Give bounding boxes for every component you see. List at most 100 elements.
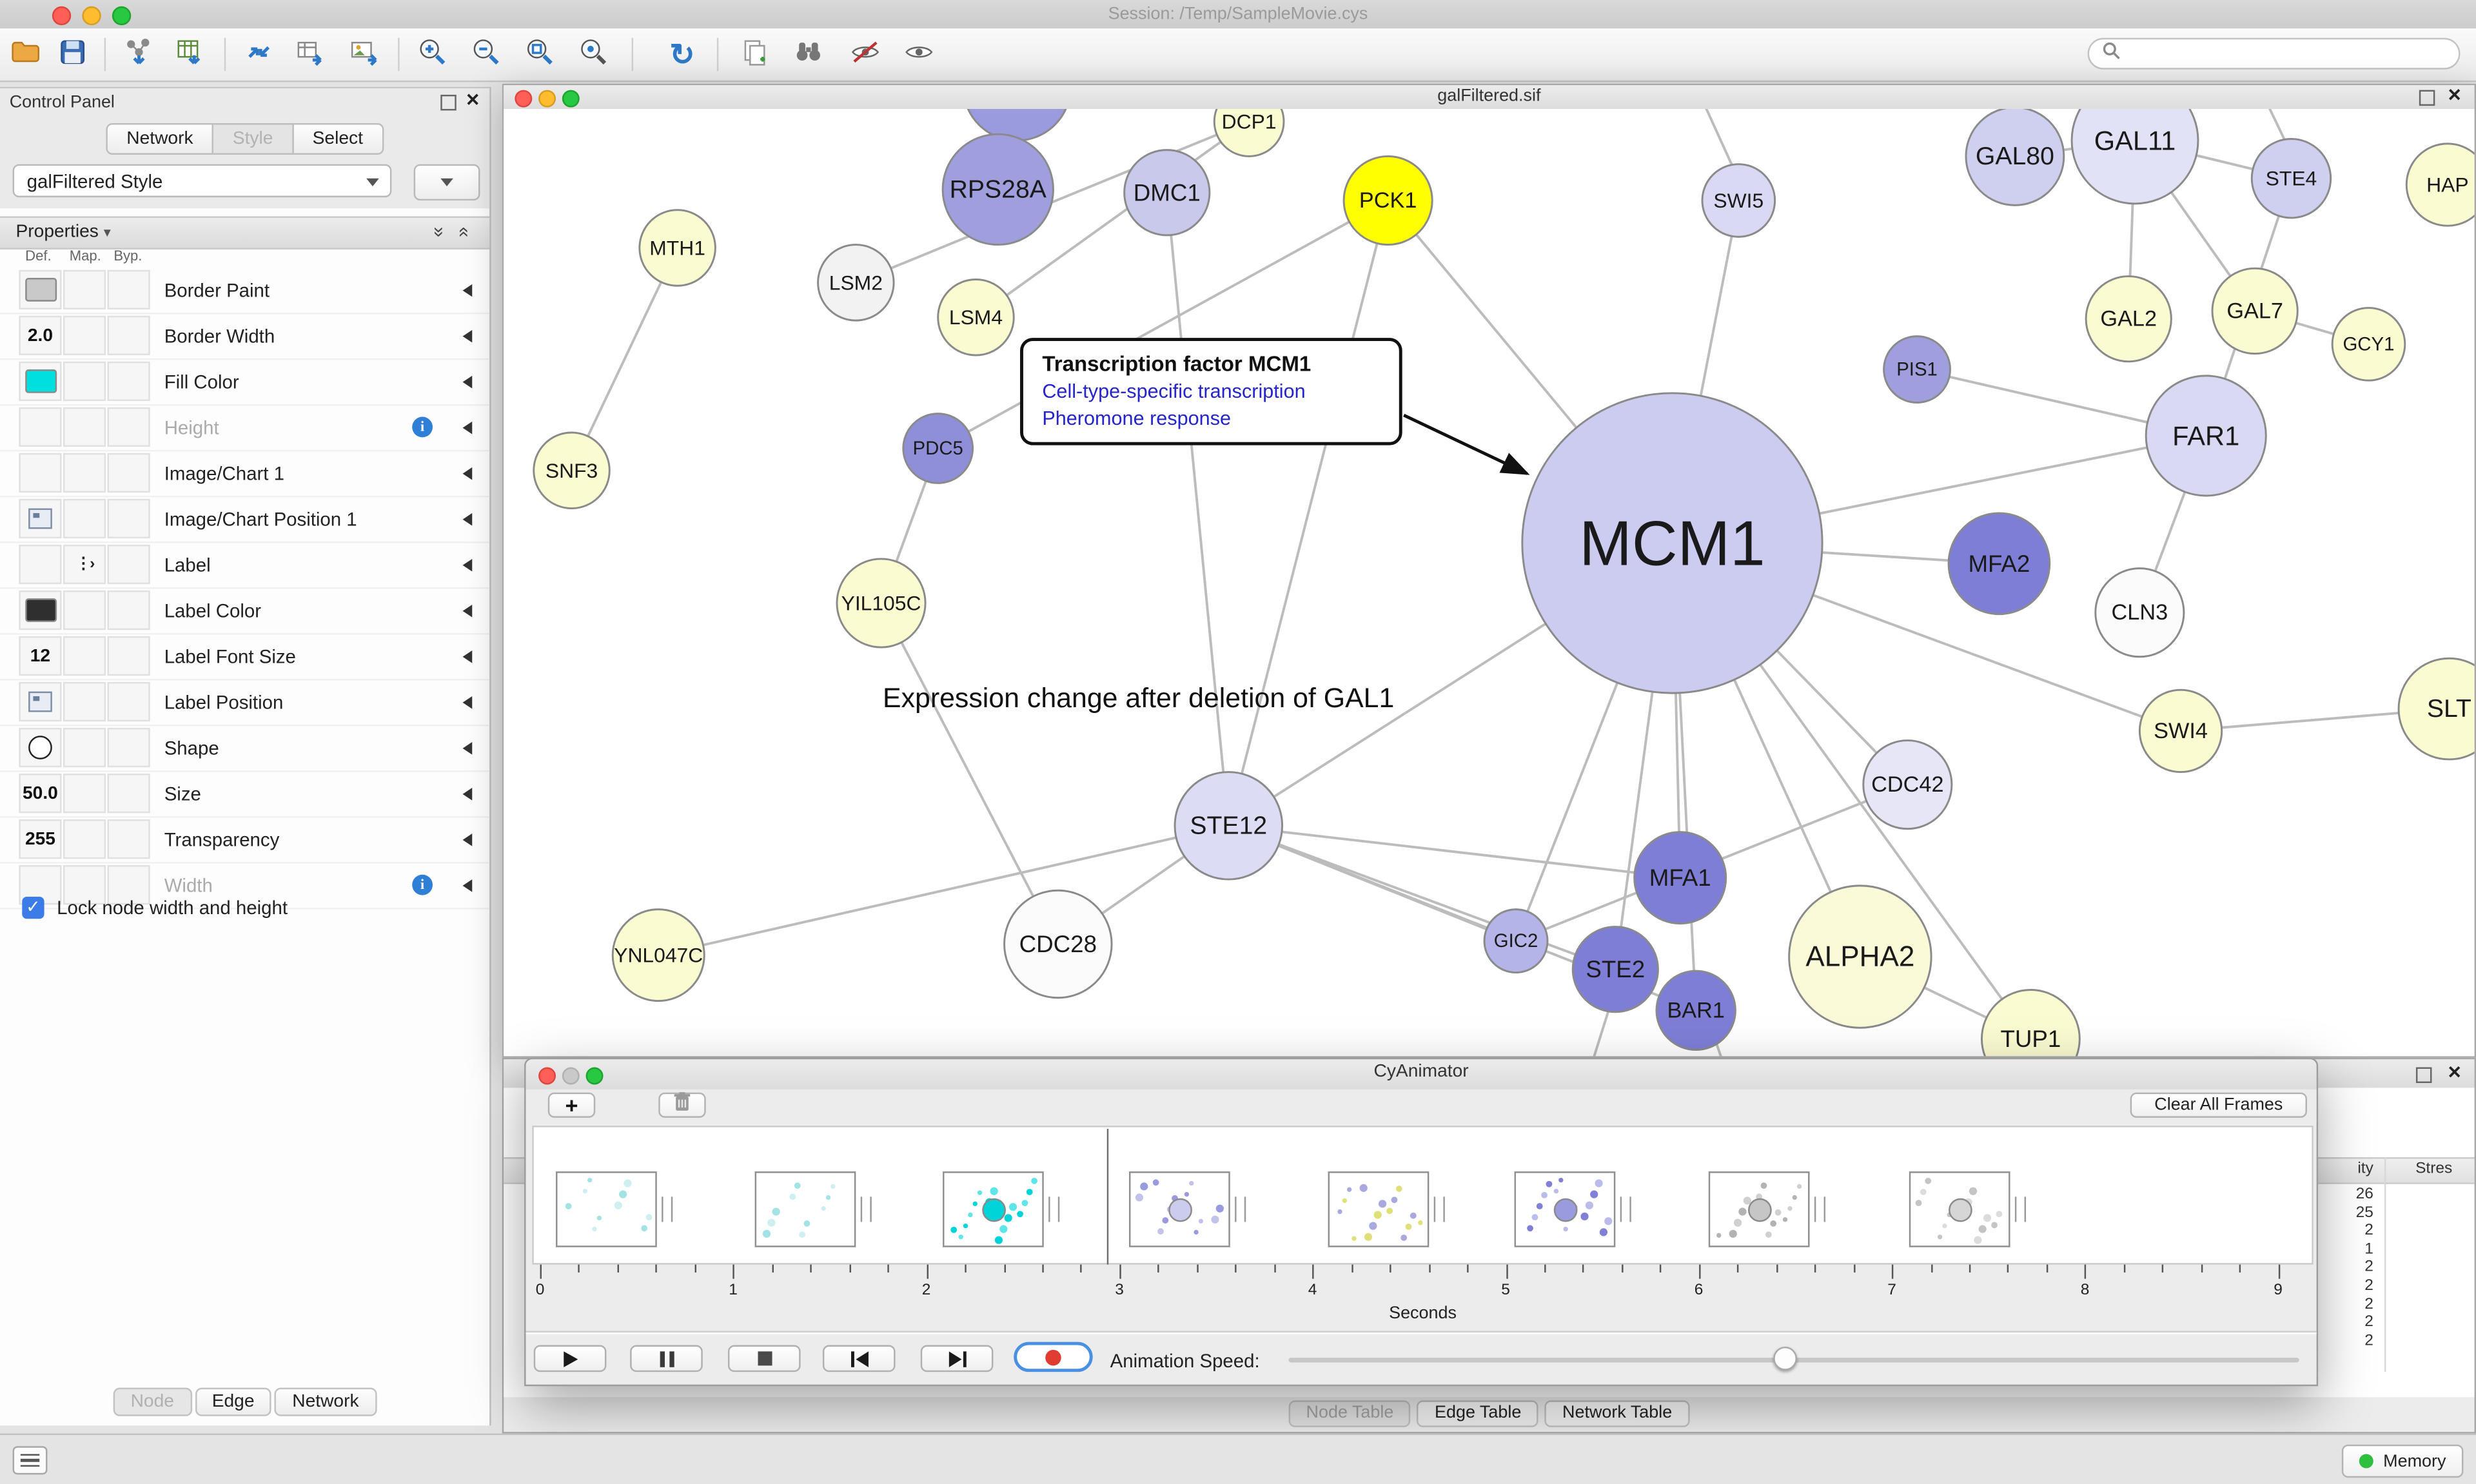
network-node[interactable]: ALPHA2: [1788, 884, 1932, 1029]
expand-row-icon[interactable]: [462, 467, 473, 480]
cyanimator-titlebar[interactable]: CyAnimator: [526, 1059, 2317, 1091]
frame-handle[interactable]: [1433, 1196, 1445, 1222]
network-edge[interactable]: [1685, 108, 1734, 166]
open-session-button[interactable]: [6, 36, 44, 74]
timeline-playhead[interactable]: [1106, 1129, 1109, 1265]
property-row[interactable]: Label Position: [0, 681, 490, 727]
style-options-button[interactable]: [413, 164, 480, 201]
frame-handle[interactable]: [1235, 1196, 1246, 1222]
default-value-cell[interactable]: [19, 727, 62, 768]
zoom-fit-button[interactable]: [521, 36, 559, 74]
animation-speed-handle[interactable]: [1773, 1346, 1796, 1371]
table-cell-value[interactable]: 2: [2364, 1222, 2373, 1240]
frame-handle[interactable]: [662, 1196, 673, 1222]
clear-all-frames-button[interactable]: Clear All Frames: [2130, 1092, 2307, 1118]
default-value-cell[interactable]: [19, 498, 62, 539]
default-value-cell[interactable]: [19, 407, 62, 447]
expand-row-icon[interactable]: [462, 604, 473, 618]
property-row[interactable]: Border Paint: [0, 268, 490, 315]
mapping-cell[interactable]: [63, 819, 106, 859]
property-row[interactable]: Label Color: [0, 589, 490, 635]
network-node[interactable]: MTH1: [638, 209, 716, 287]
default-value-cell[interactable]: [19, 544, 62, 585]
import-network-button[interactable]: [120, 36, 158, 74]
network-node[interactable]: FAR1: [2145, 375, 2267, 497]
table-cell-value[interactable]: 2: [2364, 1295, 2373, 1313]
close-panel-icon[interactable]: ✕: [465, 92, 480, 111]
search-input[interactable]: [2128, 43, 2446, 65]
network-node[interactable]: DMC1: [1123, 149, 1211, 237]
network-edge[interactable]: [2247, 108, 2286, 141]
tab-node-style[interactable]: Node: [113, 1387, 192, 1416]
delete-frame-button[interactable]: [658, 1092, 706, 1118]
animation-frame-thumbnail[interactable]: [1514, 1171, 1616, 1247]
tab-select[interactable]: Select: [293, 123, 384, 155]
expand-row-icon[interactable]: [462, 650, 473, 663]
bypass-cell[interactable]: [107, 727, 150, 768]
zoom-selected-button[interactable]: [575, 36, 613, 74]
network-node[interactable]: PIS1: [1883, 335, 1951, 404]
property-row[interactable]: Image/Chart 1: [0, 451, 490, 498]
default-value-cell[interactable]: [19, 453, 62, 493]
expand-row-icon[interactable]: [462, 329, 473, 343]
table-cell-value[interactable]: 2: [2364, 1258, 2373, 1276]
mapping-cell[interactable]: [63, 269, 106, 310]
table-cell-value[interactable]: 1: [2364, 1240, 2373, 1258]
expand-row-icon[interactable]: [462, 421, 473, 434]
task-history-button[interactable]: [12, 1446, 48, 1475]
property-row[interactable]: ⋮›Label: [0, 543, 490, 589]
info-icon[interactable]: i: [412, 416, 433, 438]
network-node[interactable]: PDC5: [902, 413, 974, 484]
expand-row-icon[interactable]: [462, 879, 473, 892]
zoom-window-button[interactable]: [562, 90, 580, 108]
lock-size-row[interactable]: ✓ Lock node width and height: [22, 897, 288, 919]
column-stress[interactable]: Stres: [2415, 1160, 2453, 1178]
mapping-cell[interactable]: [63, 407, 106, 447]
expand-row-icon[interactable]: [462, 788, 473, 801]
bypass-cell[interactable]: [107, 774, 150, 814]
add-frame-button[interactable]: +: [547, 1092, 596, 1118]
close-window-button[interactable]: [52, 6, 72, 26]
bypass-cell[interactable]: [107, 590, 150, 630]
bypass-cell[interactable]: [107, 819, 150, 859]
property-row[interactable]: Image/Chart Position 1: [0, 497, 490, 543]
next-frame-button[interactable]: [920, 1345, 994, 1372]
frames-timeline[interactable]: [532, 1126, 2314, 1265]
import-table-button[interactable]: [170, 36, 208, 74]
zoom-window-button[interactable]: [112, 6, 132, 26]
network-window-titlebar[interactable]: galFiltered.sif ✕: [504, 85, 2475, 111]
network-edge[interactable]: [1715, 1043, 1748, 1057]
bypass-cell[interactable]: [107, 498, 150, 539]
network-node[interactable]: GCY1: [2331, 307, 2406, 382]
bypass-cell[interactable]: [107, 407, 150, 447]
network-node[interactable]: YIL105C: [836, 558, 927, 649]
bypass-cell[interactable]: [107, 361, 150, 402]
default-value-cell[interactable]: 50.0: [19, 774, 62, 814]
network-edge[interactable]: [570, 247, 679, 471]
zoom-in-button[interactable]: [414, 36, 452, 74]
float-panel-icon[interactable]: [2415, 1066, 2432, 1082]
tab-network[interactable]: Network: [106, 123, 214, 155]
mapping-cell[interactable]: [63, 590, 106, 630]
mapping-cell[interactable]: [63, 774, 106, 814]
animation-frame-thumbnail[interactable]: [1129, 1171, 1230, 1247]
default-value-cell[interactable]: [19, 681, 62, 722]
network-edge[interactable]: [1228, 824, 1680, 879]
tab-edge-table[interactable]: Edge Table: [1417, 1400, 1539, 1427]
collapse-all-icon[interactable]: »: [429, 226, 451, 238]
network-node[interactable]: GIC2: [1483, 908, 1549, 974]
save-session-button[interactable]: [54, 36, 92, 74]
mapping-cell[interactable]: [63, 636, 106, 676]
network-node[interactable]: LSM2: [817, 244, 895, 322]
mapping-cell[interactable]: [63, 361, 106, 402]
network-node[interactable]: HAP: [2405, 142, 2475, 227]
table-cell-value[interactable]: 2: [2364, 1313, 2373, 1331]
float-panel-icon[interactable]: [440, 93, 457, 110]
minimize-window-button[interactable]: [82, 6, 101, 26]
export-table-button[interactable]: [291, 36, 329, 74]
mapping-cell[interactable]: [63, 865, 106, 905]
